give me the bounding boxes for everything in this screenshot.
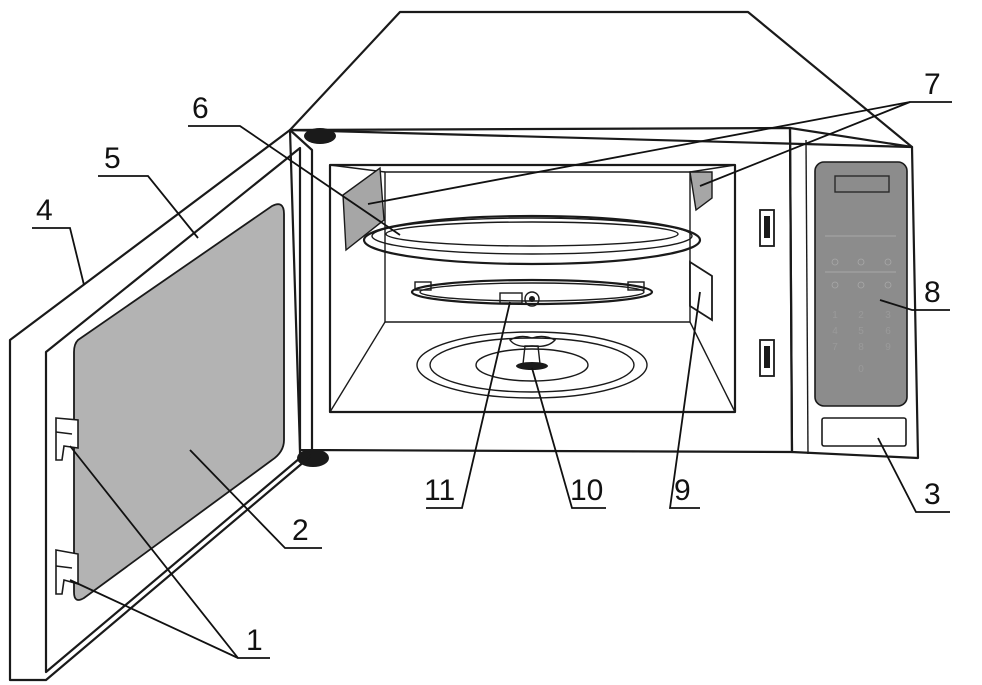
cabinet	[288, 10, 920, 460]
door-hinges	[297, 128, 336, 467]
key-8: 8	[858, 342, 864, 353]
callout-9: 9	[674, 474, 691, 507]
display-window	[834, 175, 890, 193]
support-hangers	[342, 166, 713, 252]
callout-2: 2	[292, 514, 309, 547]
key-7: 7	[832, 342, 838, 353]
door-latches	[55, 417, 79, 595]
callout-7: 7	[924, 68, 941, 101]
oven-cavity	[328, 163, 737, 414]
callout-6: 6	[192, 92, 209, 125]
glass-tray	[362, 214, 702, 266]
door	[8, 128, 314, 682]
door-release-button	[821, 417, 907, 447]
key-9: 9	[885, 342, 891, 353]
key-0: 0	[858, 364, 864, 375]
door-window	[73, 203, 285, 601]
callout-1: 1	[246, 624, 263, 657]
callout-3: 3	[924, 478, 941, 511]
callout-11: 11	[424, 474, 455, 507]
callout-4: 4	[36, 194, 53, 227]
roller-ring	[410, 278, 654, 307]
key-1: 1	[832, 310, 838, 321]
callout-8: 8	[924, 276, 941, 309]
function-keys	[825, 235, 896, 289]
callout-labels: 1 2 3 4 5 6 7 8 9 10 11	[36, 68, 941, 657]
control-panel: 1 2 3 4 5 6 7 8 9 0	[814, 161, 908, 407]
callout-5: 5	[104, 142, 121, 175]
key-4: 4	[832, 326, 838, 337]
leader-lines	[32, 101, 952, 659]
key-2: 2	[858, 310, 864, 321]
key-5: 5	[858, 326, 864, 337]
latch-slots	[759, 209, 775, 377]
callout-10: 10	[570, 474, 603, 507]
waveguide-cover	[689, 260, 713, 322]
key-6: 6	[885, 326, 891, 337]
drive-coupling	[508, 335, 557, 370]
key-3: 3	[885, 310, 891, 321]
